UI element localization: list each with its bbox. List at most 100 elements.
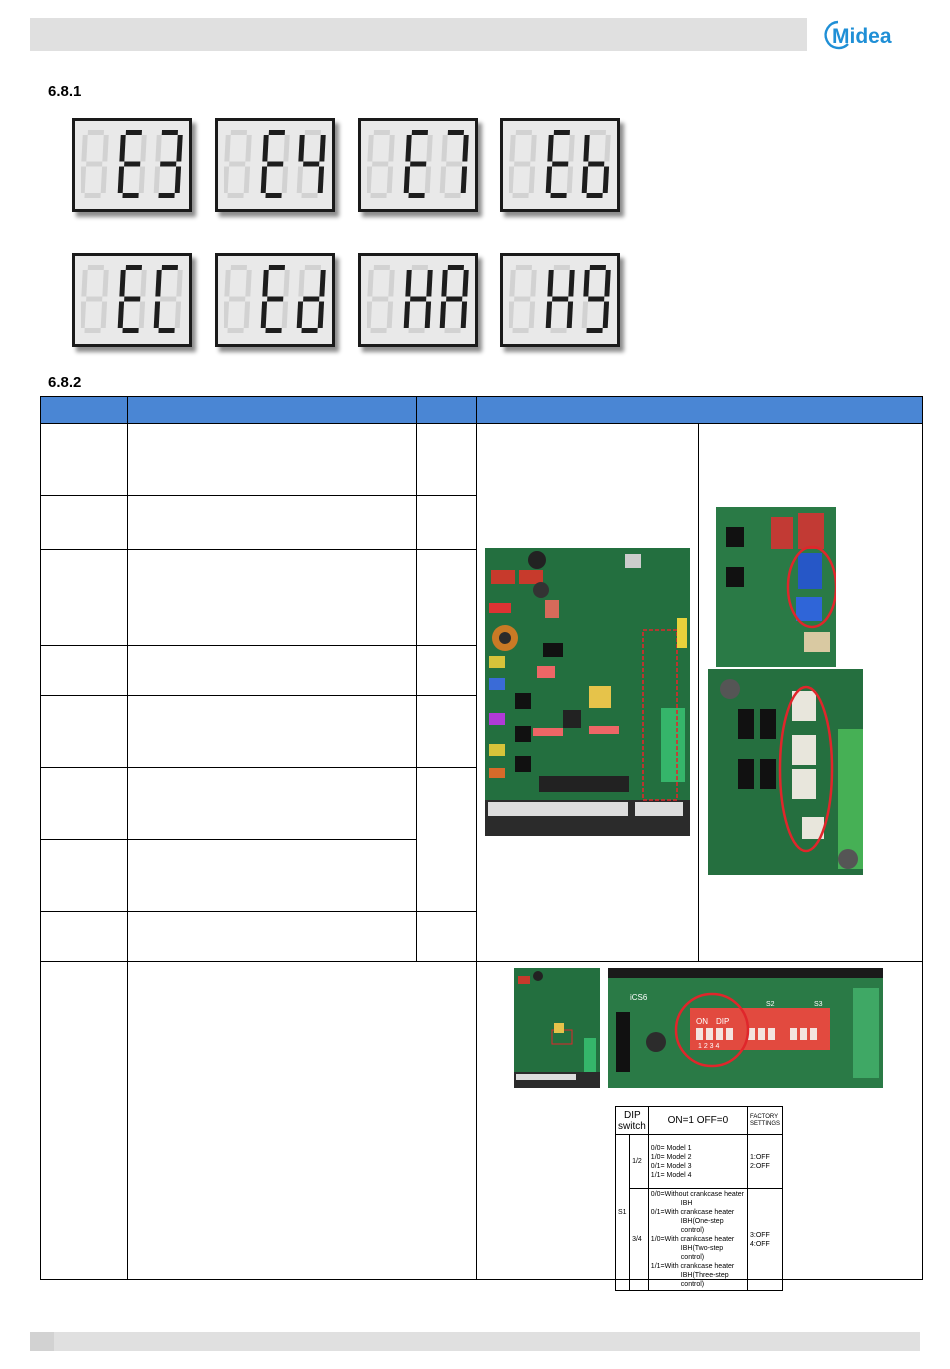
- footer-bar: [30, 1332, 920, 1351]
- table-cell: [416, 645, 477, 696]
- table-cell: [127, 645, 417, 696]
- seven-segment-digits: [81, 265, 183, 333]
- error-code-display: Eb: [500, 118, 620, 212]
- table-cell: [127, 495, 417, 550]
- table-cell: [40, 423, 128, 496]
- table-cell: [40, 695, 128, 768]
- table-cell: [40, 645, 128, 696]
- group2-line: 0/0=Without crankcase heater: [650, 1191, 744, 1198]
- table-cell: [127, 911, 417, 962]
- group1-line: 0/1= Model 3: [650, 1162, 692, 1170]
- group1-line: 0/0= Model 1: [650, 1144, 692, 1152]
- table-row: [40, 495, 923, 550]
- table-cell: [416, 549, 477, 646]
- table-cell: [40, 911, 128, 962]
- group2-line: IBH(One-step control): [680, 1218, 724, 1234]
- table-cell: [127, 839, 417, 912]
- table-cell: [40, 767, 128, 840]
- table-cell: [127, 549, 417, 646]
- table-cell: [40, 549, 128, 646]
- dip-switch-closeup-photo: iCS6 ON DIP 1 2 3 4 S2 S3: [608, 968, 883, 1088]
- group2-line: 1/0=With crankcase heater: [650, 1236, 735, 1243]
- seven-segment-digits: [224, 130, 326, 198]
- error-code-display: EC: [72, 253, 192, 347]
- header-bar: [30, 18, 807, 51]
- seven-segment-digits: [224, 265, 326, 333]
- group1-label: 1/2: [629, 1134, 649, 1189]
- main-pcb-photo: [485, 548, 690, 836]
- footer-bar-segment: [30, 1332, 54, 1351]
- error-code-display: E7: [358, 118, 478, 212]
- svg-text:DIP: DIP: [716, 1017, 729, 1026]
- table-cell: [127, 695, 417, 768]
- table-cell: [127, 423, 417, 496]
- seven-segment-digits: [367, 130, 469, 198]
- factory-value: 1:OFF: [749, 1153, 770, 1161]
- group2-label: 3/4: [629, 1188, 649, 1291]
- header-cell: [476, 396, 923, 424]
- dip-header-switch: switch: [618, 1120, 646, 1132]
- section-number-681: 6.8.1: [48, 83, 82, 100]
- svg-text:Midea: Midea: [832, 25, 892, 48]
- table-cell: [127, 961, 477, 1280]
- on-off-header: ON=1 OFF=0: [647, 1106, 748, 1135]
- table-cell: [127, 767, 417, 840]
- dip-header-label: DIP: [624, 1109, 641, 1121]
- table-header-row: [40, 396, 923, 424]
- small-board-photo: [514, 968, 600, 1088]
- group1-lines: 0/0= Model 1 1/0= Model 2 0/1= Model 3 1…: [647, 1134, 748, 1189]
- error-code-display: E3: [72, 118, 192, 212]
- group1-line: 1/1= Model 4: [650, 1171, 692, 1179]
- group2-factory: 3:OFF 4:OFF: [746, 1188, 784, 1291]
- group1-line: 1/0= Model 2: [650, 1153, 692, 1161]
- table-row: [40, 423, 923, 962]
- group1-factory: 1:OFF 2:OFF: [746, 1134, 784, 1189]
- group2-lines: 0/0=Without crankcase heater IBH 0/1=Wit…: [647, 1188, 748, 1291]
- seven-segment-digits: [367, 265, 469, 333]
- midea-logo: Midea: [822, 17, 912, 51]
- header-cell: [127, 396, 417, 424]
- factory-value: 4:OFF: [749, 1240, 770, 1248]
- table-cell: [416, 695, 477, 768]
- table-row: [40, 645, 923, 696]
- table-row: [40, 767, 923, 912]
- table-row: [40, 839, 923, 912]
- settings-header-label: SETTINGS: [749, 1120, 780, 1127]
- factory-header-cell: FACTORY SETTINGS: [746, 1106, 784, 1135]
- table-row: [40, 695, 923, 768]
- table-row: [40, 549, 923, 646]
- factory-value: 2:OFF: [749, 1162, 770, 1170]
- dip-switch-table: DIP switch ON=1 OFF=0 FACTORY SETTINGS S…: [614, 1106, 784, 1291]
- table-cell: [416, 495, 477, 550]
- connector-closeup-photo-2: [708, 669, 863, 875]
- table-cell: [40, 961, 128, 1280]
- factory-header-label: FACTORY: [749, 1113, 779, 1120]
- error-code-display: E4: [215, 118, 335, 212]
- connector-closeup-photo-1: [716, 507, 836, 667]
- group2-line: IBH: [680, 1200, 693, 1207]
- s1-cell: S1: [614, 1134, 631, 1291]
- dip-header-cell: DIP switch: [615, 1106, 649, 1135]
- error-code-display: H9: [500, 253, 620, 347]
- table-cell: [40, 495, 128, 550]
- svg-text:S3: S3: [814, 1001, 823, 1008]
- group2-line: IBH(Three-step control): [680, 1272, 729, 1288]
- group2-line: 1/1=With crankcase heater: [650, 1263, 735, 1270]
- group2-line: IBH(Two-step control): [680, 1245, 724, 1261]
- section-number-682: 6.8.2: [48, 374, 82, 391]
- seven-segment-digits: [81, 130, 183, 198]
- factory-value: 3:OFF: [749, 1231, 770, 1239]
- table-cell: [416, 767, 477, 912]
- table-cell: [40, 839, 128, 912]
- seven-segment-digits: [509, 265, 611, 333]
- error-code-display: HA: [358, 253, 478, 347]
- table-cell: [416, 423, 477, 496]
- error-code-display: Ed: [215, 253, 335, 347]
- svg-text:S2: S2: [766, 1001, 775, 1008]
- svg-text:ON: ON: [696, 1017, 708, 1026]
- group2-line: 0/1=With crankcase heater: [650, 1209, 735, 1216]
- svg-text:1 2 3 4: 1 2 3 4: [698, 1043, 720, 1050]
- table-row: [40, 911, 923, 962]
- seven-segment-digits: [509, 130, 611, 198]
- table-cell: [416, 911, 477, 962]
